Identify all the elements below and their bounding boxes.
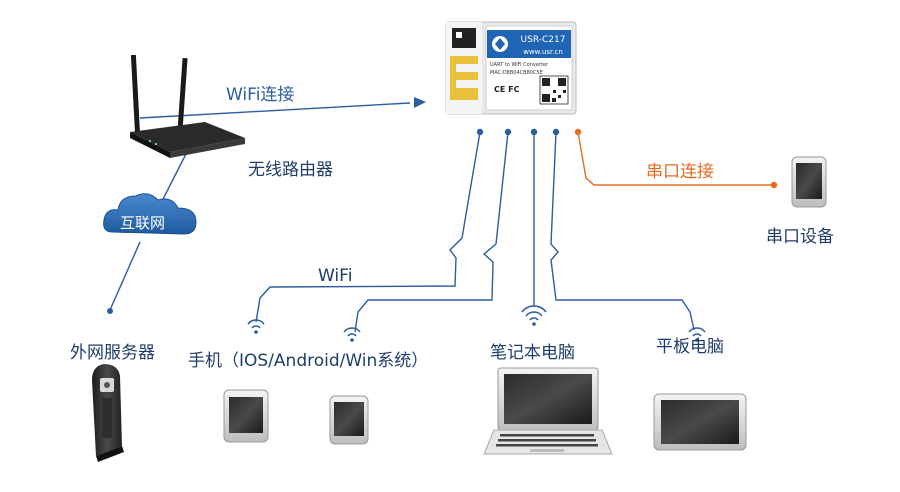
laptop-label: 笔记本电脑: [490, 343, 575, 363]
pin1-phone1-line: [255, 131, 481, 323]
wifi-label: WiFi: [318, 266, 353, 286]
phone-label: 手机（IOS/Android/Win系统）: [188, 351, 429, 371]
tablet-icon: [653, 393, 747, 451]
cloud-server-line: [109, 241, 141, 311]
connection-lines: [109, 97, 695, 333]
pin4-tablet-line: [550, 131, 695, 331]
server-icon: [92, 364, 124, 462]
wifi-signal-icon: [247, 319, 265, 334]
internet-cloud-icon: [103, 193, 197, 235]
router-cloud-line: [159, 149, 189, 206]
wifi-signal-icon: [343, 327, 361, 342]
serial-device-label: 串口设备: [766, 227, 834, 247]
router-label: 无线路由器: [248, 160, 333, 180]
serial-device-icon: [791, 156, 827, 208]
module-website: www.usr.cn: [523, 48, 563, 56]
phone-icon: [329, 395, 369, 445]
module-subtitle: UART to WiFi Converter: [490, 62, 549, 68]
tablet-label: 平板电脑: [656, 337, 724, 357]
external-server-label: 外网服务器: [70, 343, 155, 363]
module-mac: MAC:D8B04CB80C5E: [490, 70, 543, 76]
laptop-icon: [483, 367, 613, 455]
phone-icon: [223, 389, 269, 443]
wifi-signal-icon: [521, 305, 547, 326]
qr-code-icon: [539, 75, 569, 105]
wifi-connect-label: WiFi连接: [226, 85, 295, 105]
arrow-head: [414, 97, 426, 108]
router-icon: [130, 54, 245, 158]
internet-label: 互联网: [120, 214, 166, 232]
wifi-signal-icon: [688, 327, 706, 342]
wifi-module: USR-C217 www.usr.cn UART to WiFi Convert…: [445, 21, 577, 115]
serial-line: [574, 128, 778, 189]
module-cert-marks: CE FC: [494, 85, 520, 94]
serial-connect-label: 串口连接: [646, 162, 714, 182]
pin2-phone2-line: [354, 131, 509, 333]
module-model: USR-C217: [521, 35, 566, 45]
router-module-line: [139, 102, 411, 119]
